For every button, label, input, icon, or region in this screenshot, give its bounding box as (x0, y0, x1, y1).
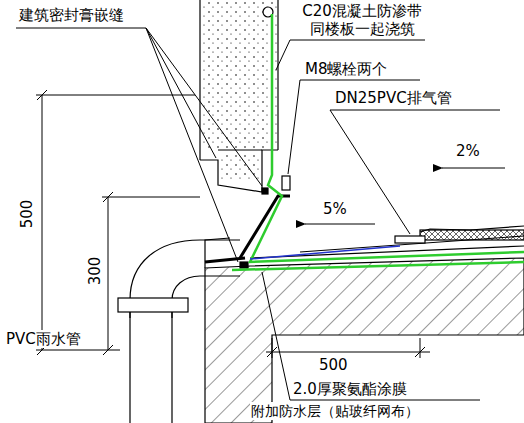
membrane-note: 附加防水层（贴玻纤网布） (250, 402, 420, 420)
sealant-note: 建筑密封膏嵌缝 (18, 6, 125, 24)
slope-label: 2% (455, 142, 481, 160)
pipe-name: PVC雨水管 (5, 330, 82, 348)
slope-label: 5% (322, 200, 348, 218)
dimension: 300 (86, 256, 104, 287)
concrete-band-note: C20混凝土防渗带 同楼板一起浇筑 (296, 2, 428, 38)
dimension: 500 (18, 199, 36, 230)
dimension: 500 (318, 356, 349, 374)
vent-pipe-note: DN25PVC排气管 (334, 89, 453, 107)
membrane-note: 2.0厚聚氨酯涂膜 (292, 380, 408, 398)
bolt-note: M8螺栓两个 (304, 60, 389, 78)
